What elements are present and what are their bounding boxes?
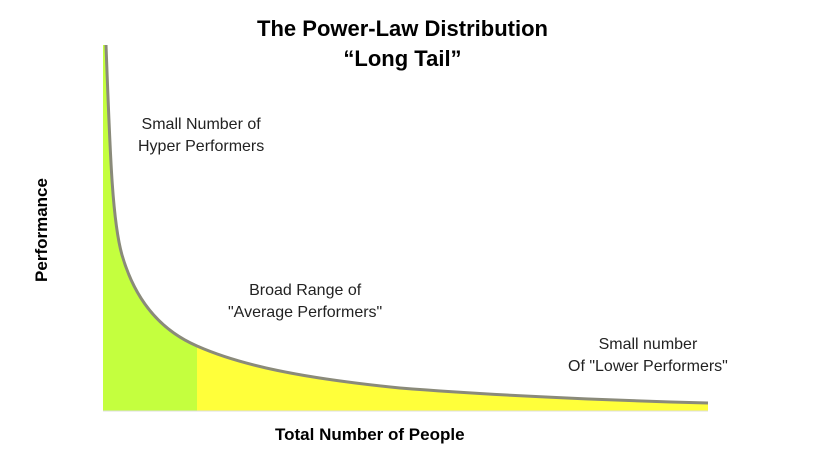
annotation-line: "Average Performers" [228, 304, 383, 321]
chart-subtitle: “Long Tail” [343, 46, 462, 71]
annotation-line: Hyper Performers [138, 138, 265, 155]
power-law-curve [104, 44, 709, 405]
hyper-performers-annotation: Small Number of Hyper Performers [138, 114, 264, 158]
x-axis-label: Total Number of People [275, 425, 465, 444]
average-performers-annotation: Broad Range of "Average Performers" [228, 280, 382, 324]
lower-performers-annotation: Small number Of "Lower Performers" [568, 334, 728, 378]
annotation-line: Broad Range of [249, 282, 362, 299]
annotation-line: Of "Lower Performers" [568, 358, 728, 375]
annotation-line: Small number [598, 336, 698, 353]
y-axis-label: Performance [32, 178, 51, 282]
annotation-line: Small Number of [141, 116, 261, 133]
chart-title: The Power-Law Distribution [257, 16, 548, 41]
